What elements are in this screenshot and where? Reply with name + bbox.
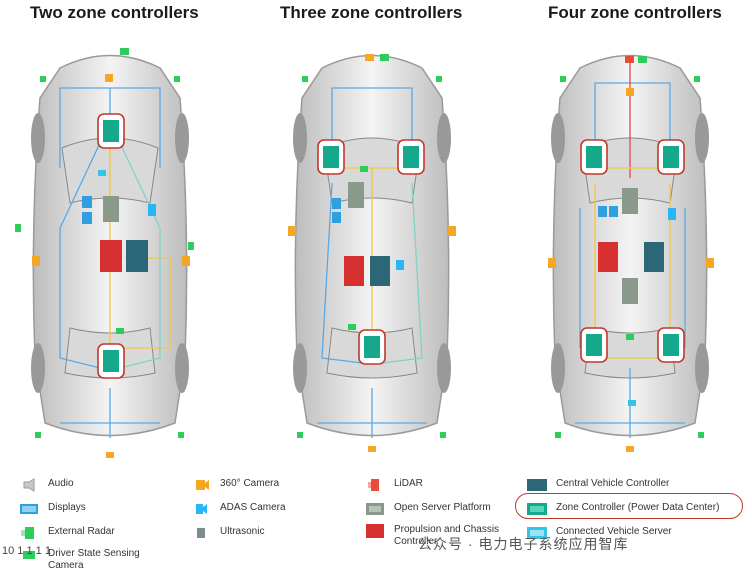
car-four-zone <box>520 28 752 460</box>
legend-displays: Displays <box>18 502 86 516</box>
zone-controller-highlight <box>515 493 743 519</box>
title-two-zone: Two zone controllers <box>30 3 199 22</box>
watermark: 公众号 · 电力电子系统应用智库 <box>418 536 629 552</box>
legend-ultrasonic: Ultrasonic <box>190 526 264 540</box>
legend-external-radar: External Radar <box>18 526 115 540</box>
title-three-zone: Three zone controllers <box>280 3 463 22</box>
legend: Audio Displays External Radar Driver Sta… <box>0 466 752 572</box>
legend-driver-state: Driver State Sensing Camera <box>18 548 158 572</box>
legend-adas-camera: ADAS Camera <box>190 502 286 516</box>
car-three-zone <box>262 28 512 460</box>
legend-lidar: LiDAR <box>364 478 423 492</box>
legend-open-server-platform: Open Server Platform <box>364 502 491 516</box>
corner-mark: 10 1 1 1 1 <box>2 545 51 557</box>
legend-360-camera: 360° Camera <box>190 478 279 492</box>
legend-audio: Audio <box>18 478 74 492</box>
car-two-zone <box>0 28 250 460</box>
legend-connected-vehicle-server: Connected Vehicle Server <box>526 526 672 540</box>
legend-zone-controller: Zone Controller (Power Data Center) <box>526 502 719 516</box>
legend-central-vehicle-controller: Central Vehicle Controller <box>526 478 669 492</box>
title-four-zone: Four zone controllers <box>548 3 722 22</box>
legend-propulsion-chassis: Propulsion and Chassis Controller <box>364 524 504 548</box>
